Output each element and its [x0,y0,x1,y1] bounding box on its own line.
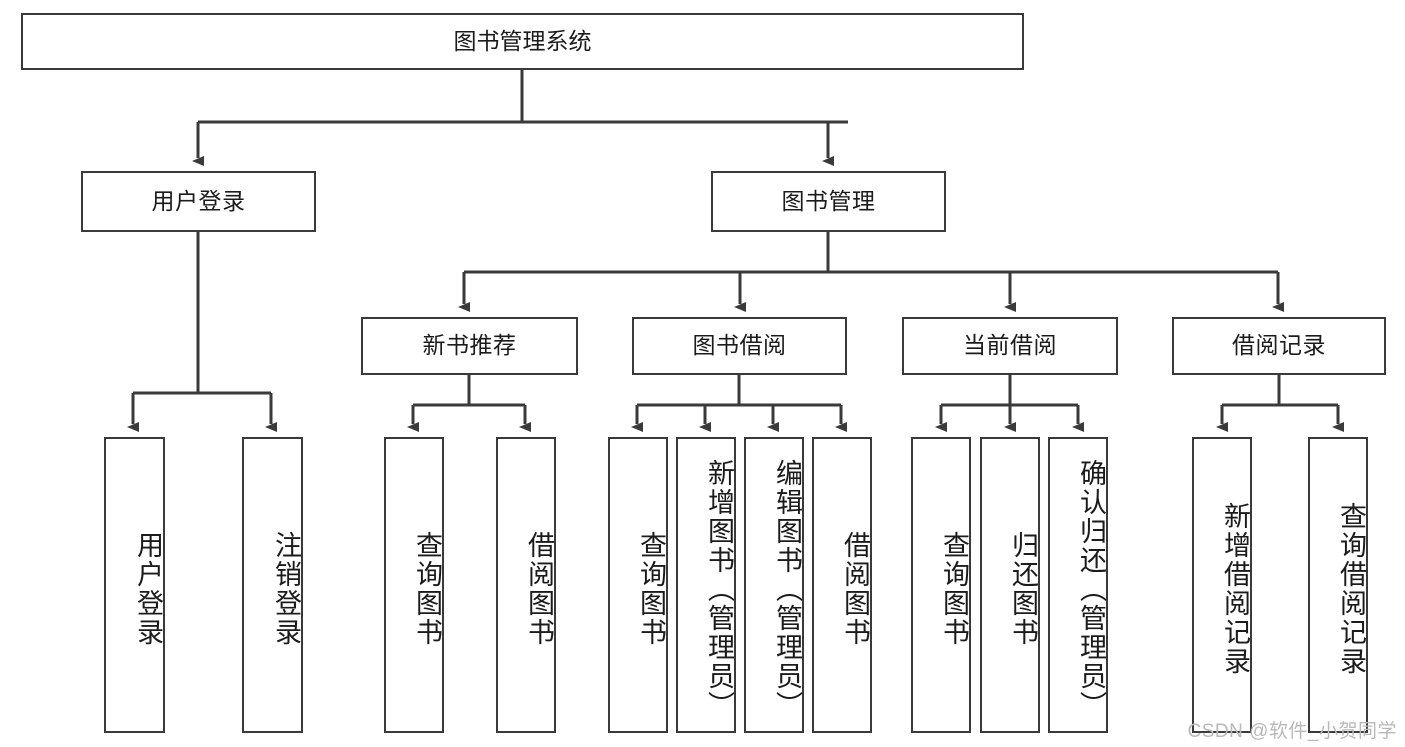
node-label: 借阅记录 [1232,332,1326,359]
node-label: 归还图书 [1008,531,1038,647]
node-label: 图书管理 [781,187,876,214]
node-user-login[interactable]: 用户登录 [81,171,316,232]
node-label: 查询图书 [939,531,969,647]
node-label: 用户登录 [151,187,246,214]
node-current-borrow[interactable]: 当前借阅 [902,317,1118,375]
leaf-current-query-book[interactable]: 查询图书 [911,437,971,733]
node-label: 新增图书（管理员） [704,458,734,720]
node-label: 用户登录 [133,531,163,647]
node-label: 借阅图书 [840,531,870,647]
node-label: 查询图书 [412,531,442,647]
node-label: 注销登录 [271,531,301,647]
node-label: 查询借阅记录 [1336,502,1366,676]
node-label: 图书管理系统 [453,27,592,54]
leaf-user-login-logout[interactable]: 注销登录 [242,437,303,733]
leaf-current-return-book[interactable]: 归还图书 [980,437,1040,733]
node-book-borrow[interactable]: 图书借阅 [632,317,847,375]
leaf-borrow-add-book-admin[interactable]: 新增图书（管理员） [676,437,736,733]
leaf-borrow-edit-book-admin[interactable]: 编辑图书（管理员） [744,437,804,733]
node-borrow-record[interactable]: 借阅记录 [1172,317,1386,375]
leaf-record-query-record[interactable]: 查询借阅记录 [1308,437,1368,733]
leaf-borrow-query-book[interactable]: 查询图书 [608,437,668,733]
node-label: 借阅图书 [524,531,554,647]
leaf-borrow-borrow-book[interactable]: 借阅图书 [812,437,872,733]
leaf-user-login-login[interactable]: 用户登录 [104,437,165,733]
node-book-management[interactable]: 图书管理 [711,171,946,232]
leaf-record-add-record[interactable]: 新增借阅记录 [1192,437,1252,733]
leaf-recommend-query-book[interactable]: 查询图书 [384,437,444,733]
node-label: 当前借阅 [963,332,1057,359]
node-label: 查询图书 [636,531,666,647]
node-label: 新增借阅记录 [1220,502,1250,676]
node-label: 图书借阅 [692,332,787,359]
leaf-current-confirm-return-admin[interactable]: 确认归还（管理员） [1048,437,1108,733]
node-root-system[interactable]: 图书管理系统 [21,13,1024,70]
node-new-book-recommend[interactable]: 新书推荐 [361,317,578,375]
node-label: 确认归还（管理员） [1076,458,1106,720]
node-label: 编辑图书（管理员） [772,458,802,720]
leaf-recommend-borrow-book[interactable]: 借阅图书 [496,437,556,733]
csdn-watermark: CSDN @软件_小贺同学 [1187,721,1397,742]
node-label: 新书推荐 [422,332,517,359]
